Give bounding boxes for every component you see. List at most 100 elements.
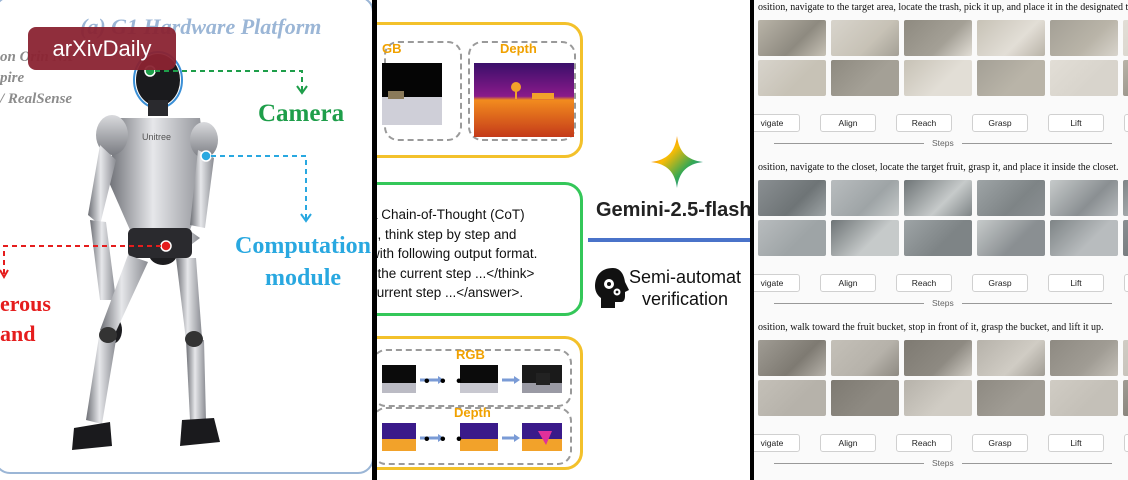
frame-thumbnail xyxy=(977,380,1045,416)
steps-caption: Steps xyxy=(932,298,954,308)
depth-subcard: Depth xyxy=(468,41,576,141)
steps-divider xyxy=(774,303,924,304)
task-instruction: osition, walk toward the fruit bucket, s… xyxy=(758,322,1104,333)
step-label-5: Sta xyxy=(1124,434,1128,452)
step-label-4: Lift xyxy=(1048,274,1104,292)
step-label-4: Lift xyxy=(1048,114,1104,132)
steps-divider xyxy=(962,303,1112,304)
verification-label: Semi-automat verification xyxy=(629,266,741,310)
sequence-dots: • • • xyxy=(424,373,465,390)
step-label-0: vigate xyxy=(754,434,800,452)
frame-thumbnail xyxy=(758,20,826,56)
frame-thumbnail xyxy=(1050,380,1118,416)
arxivdaily-badge: arXivDaily xyxy=(28,27,176,70)
frame-thumbnail xyxy=(1050,180,1118,216)
steps-divider xyxy=(962,143,1112,144)
frame-thumbnail xyxy=(1123,20,1128,56)
dataset-examples-panel: osition, navigate to the target area, lo… xyxy=(754,0,1128,480)
hand-label: erous and xyxy=(0,289,51,349)
frame-thumbnail xyxy=(831,340,899,376)
computation-marker xyxy=(200,150,212,162)
step-label-0: vigate xyxy=(754,274,800,292)
prompt-text: a Chain-of-Thought (CoT) e, think step b… xyxy=(377,205,537,303)
spec-line: / RealSense xyxy=(0,91,73,107)
rgb-tag: GB xyxy=(382,41,402,56)
frame-thumbnail xyxy=(904,340,972,376)
frame-thumbnail xyxy=(1050,60,1118,96)
depth-sequence-tag: Depth xyxy=(454,405,491,420)
prompt-line: e, think step by step and xyxy=(377,226,517,242)
spec-line: pire xyxy=(0,70,25,86)
frame-thumbnail xyxy=(758,180,826,216)
frame-thumbnail xyxy=(831,20,899,56)
rgb-subcard: GB xyxy=(382,41,462,141)
computation-label: Computation module xyxy=(235,230,371,294)
computation-label-line: Computation xyxy=(235,233,372,259)
frame-thumbnail xyxy=(831,220,899,256)
step-label-0: vigate xyxy=(754,114,800,132)
depth-image xyxy=(474,63,574,137)
hardware-platform-panel: (a) G1 Hardware Platform on Orin NX pire… xyxy=(0,0,372,480)
step-label-2: Reach xyxy=(896,114,952,132)
step-label-2: Reach xyxy=(896,434,952,452)
prompt-line: with following output format. xyxy=(377,246,538,261)
frame-thumbnail xyxy=(904,20,972,56)
frame-thumbnail xyxy=(758,220,826,256)
prompt-card: a Chain-of-Thought (CoT) e, think step b… xyxy=(377,182,583,316)
step-label-3: Grasp xyxy=(972,434,1028,452)
step-label-1: Align xyxy=(820,434,876,452)
frame-thumbnail xyxy=(758,340,826,376)
frame-thumbnail xyxy=(831,60,899,96)
depth-tag: Depth xyxy=(500,41,537,56)
step-label-4: Lift xyxy=(1048,434,1104,452)
frame-thumbnail xyxy=(831,180,899,216)
frame-thumbnail xyxy=(1123,380,1128,416)
frame-thumbnail xyxy=(758,380,826,416)
rgb-image xyxy=(382,63,442,125)
camera-label: Camera xyxy=(258,100,345,127)
pipeline-panel: GB Depth xyxy=(377,0,750,480)
step-label-3: Grasp xyxy=(972,274,1028,292)
gemini-logo-icon xyxy=(651,136,703,188)
frame-thumbnail xyxy=(1123,340,1128,376)
step-label-5: Pl xyxy=(1124,274,1128,292)
steps-divider xyxy=(774,143,924,144)
brain-gear-icon xyxy=(595,268,629,308)
step-label-3: Grasp xyxy=(972,114,1028,132)
hand-label-line: and xyxy=(0,321,36,346)
step-label-1: Align xyxy=(820,114,876,132)
frame-thumbnail xyxy=(904,220,972,256)
sequence-card: RGB Depth • xyxy=(377,336,583,470)
hand-marker xyxy=(160,240,172,252)
frame-thumbnail xyxy=(1050,220,1118,256)
sequence-frames xyxy=(382,365,562,451)
verification-line: verification xyxy=(642,289,729,309)
rgb-sequence: RGB xyxy=(377,347,572,407)
frame-thumbnail xyxy=(977,60,1045,96)
frame-thumbnail xyxy=(904,60,972,96)
steps-caption: Steps xyxy=(932,458,954,468)
steps-divider xyxy=(962,463,1112,464)
frame-thumbnail xyxy=(904,180,972,216)
steps-divider xyxy=(774,463,924,464)
frame-thumbnail xyxy=(758,60,826,96)
observation-card: GB Depth xyxy=(377,22,583,158)
verification-line: Semi-automat xyxy=(629,267,742,287)
hand-callout-line xyxy=(3,245,161,275)
depth-sequence: Depth xyxy=(377,405,572,465)
frame-thumbnail xyxy=(977,220,1045,256)
frame-thumbnail xyxy=(1050,340,1118,376)
step-label-5: Tra xyxy=(1124,114,1128,132)
frame-thumbnail xyxy=(977,340,1045,376)
hand-label-line: erous xyxy=(0,291,51,316)
robot-brand-text: Unitree xyxy=(142,132,171,142)
steps-caption: Steps xyxy=(932,138,954,148)
camera-callout-line xyxy=(155,70,303,92)
hardware-frame xyxy=(0,0,372,474)
step-label-1: Align xyxy=(820,274,876,292)
humanoid-robot-illustration: Unitree xyxy=(0,51,312,450)
frame-thumbnail xyxy=(831,380,899,416)
frame-thumbnail xyxy=(904,380,972,416)
sequence-dots: • • • xyxy=(424,431,465,448)
task-instruction: osition, navigate to the closet, locate … xyxy=(758,162,1119,173)
